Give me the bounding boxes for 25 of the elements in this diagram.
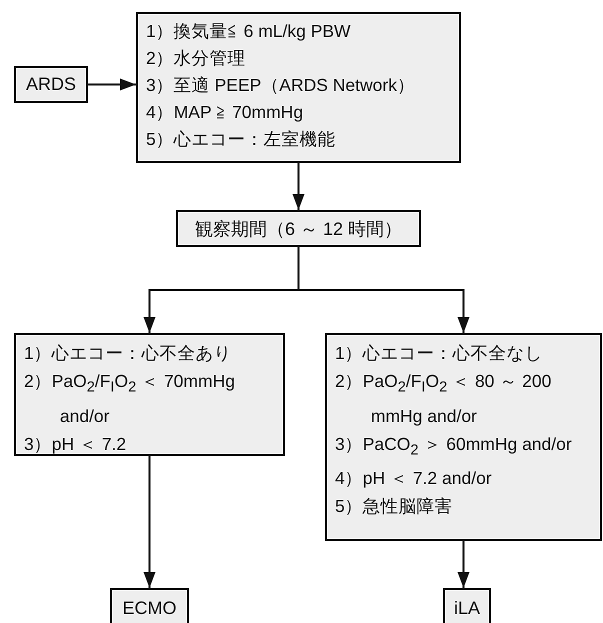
list-item: 5）心エコー：左室機能 xyxy=(146,128,337,151)
arrow xyxy=(292,163,304,210)
list-item: 4）pH ＜ 7.2 and/or xyxy=(335,467,493,490)
process-box: iLA xyxy=(443,588,491,623)
list-item: 1）心エコー：心不全なし xyxy=(335,342,544,365)
arrow xyxy=(458,541,470,588)
criteria-box xyxy=(136,12,461,163)
list-item: 2）PaO$_{2}$/F$_{I}$O$_{2}$ ＜ 70mmHg and/or xyxy=(24,370,236,428)
arrow xyxy=(298,247,470,333)
list-item: 1）心エコー：心不全あり xyxy=(24,342,233,365)
list-item: 2）水分管理 xyxy=(146,47,247,70)
list-item: 5）急性脳障害 xyxy=(335,495,454,518)
list-item: 4）MAP ≧ 70mmHg xyxy=(146,101,304,124)
list-item: 3）至適 PEEP（ARDS Network） xyxy=(146,74,416,97)
list-item: 3）pH ＜ 7.2 xyxy=(24,432,128,456)
list-item: 1）換気量≦ 6 mL/kg PBW xyxy=(146,20,352,43)
arrow xyxy=(88,78,136,90)
list-item: 3）PaCO$_{2}$ ＞ 60mmHg and/or xyxy=(335,432,573,460)
criteria-box xyxy=(14,333,285,456)
process-box: 観察期間（6 ～ 12 時間） xyxy=(176,210,421,247)
criteria-box xyxy=(325,333,602,541)
list-item: 2）PaO$_{2}$/F$_{I}$O$_{2}$ ＜ 80 ～ 200 mmHg and/or xyxy=(335,370,552,428)
arrow xyxy=(144,456,156,588)
process-box: ARDS xyxy=(14,66,88,103)
process-box: ECMO xyxy=(110,588,189,623)
